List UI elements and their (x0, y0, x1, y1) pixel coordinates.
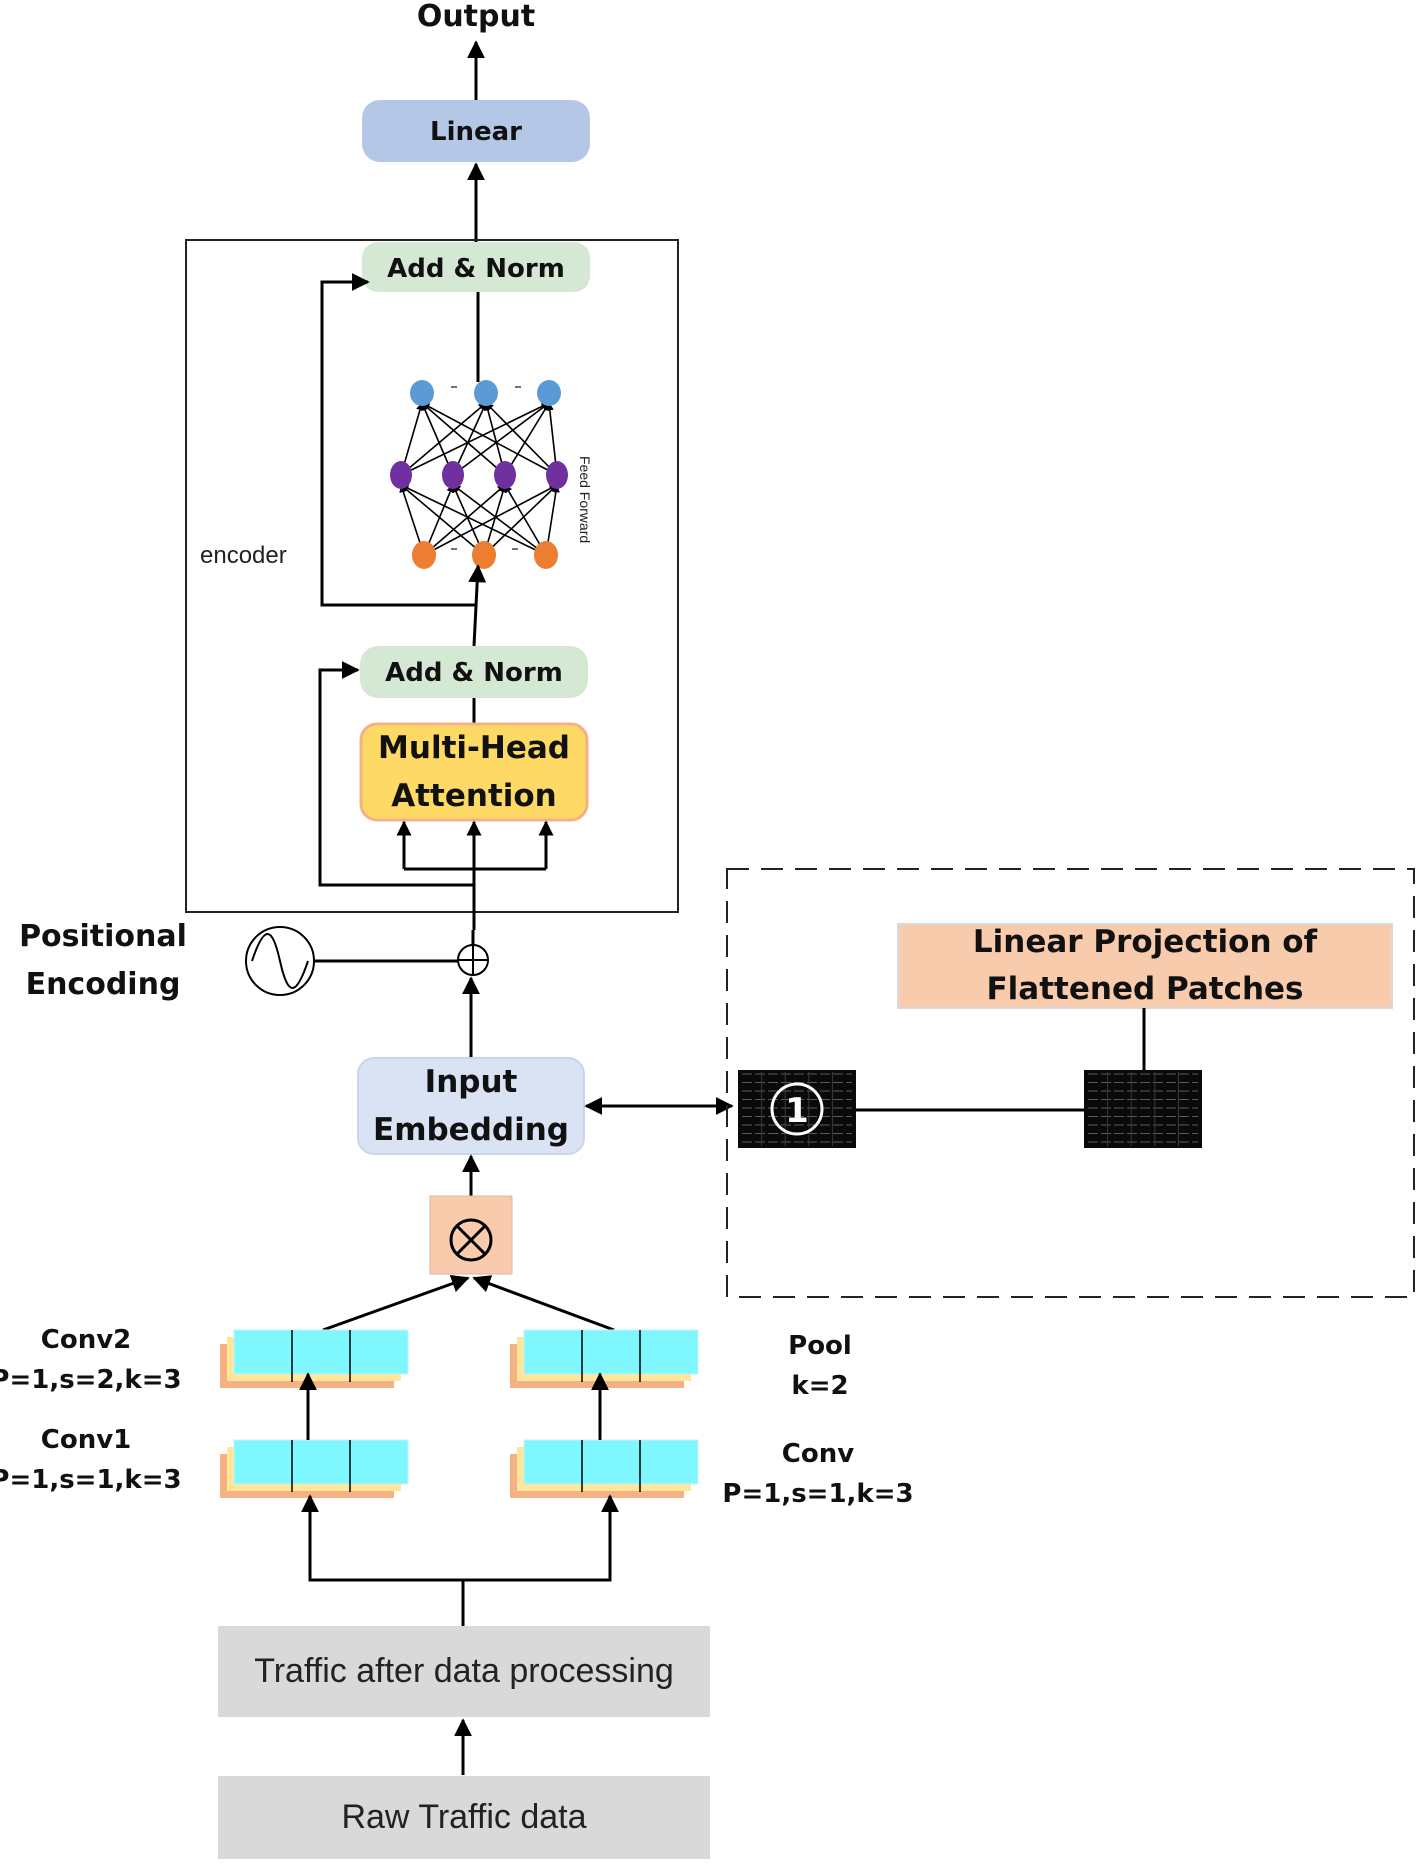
ffn-edge (452, 402, 550, 476)
multiply-cross-2 (455, 1224, 487, 1256)
add-norm-bottom-label: Add & Norm (385, 658, 563, 688)
add-norm-bottom-box (360, 646, 588, 698)
conv2-label-line1: Conv2 (41, 1325, 132, 1355)
traffic-processed-box (218, 1626, 710, 1717)
conv1-label-line1: Conv1 (41, 1425, 132, 1455)
multi-head-attention-box (359, 722, 589, 822)
ffn-node (534, 541, 558, 569)
ffn-edge (400, 484, 485, 556)
ffn-edge (452, 484, 547, 556)
patch-marker-circle (770, 1082, 824, 1136)
raw-traffic-box (218, 1776, 710, 1859)
edge-traffic-branch-right (463, 1494, 619, 1582)
add-norm-top-label: Add & Norm (387, 254, 565, 284)
ffn-edge (421, 402, 506, 476)
conv-label-line1: Conv (782, 1439, 854, 1469)
ffn-edge (504, 484, 547, 556)
traffic-processed-label: Traffic after data processing (254, 1652, 674, 1690)
output-label: Output (417, 0, 535, 34)
sine-wave-curve (251, 933, 309, 989)
positional-label-line1: Positional (19, 919, 187, 954)
ffn-edge (423, 484, 558, 556)
edge-traffic-branch (301, 1494, 465, 1626)
positional-label-line2: Encoding (26, 967, 181, 1002)
feature-map-pool (510, 1329, 699, 1388)
pool-label-line1: Pool (788, 1331, 852, 1361)
feature-map-conv1 (220, 1439, 409, 1498)
ffn-edge (485, 402, 558, 476)
ffn-node (494, 461, 516, 489)
patch-marker-number: 1 (785, 1091, 809, 1131)
input-label-line1: Input (425, 1064, 518, 1100)
conv-label-line2: P=1,s=1,k=3 (722, 1479, 913, 1509)
mha-label-line1: Multi-Head (378, 730, 570, 766)
multiply-box (429, 1195, 513, 1275)
ffn-edge (423, 484, 506, 556)
feature-layer-front (233, 1439, 409, 1485)
linear-label: Linear (430, 117, 522, 147)
multiply-circle-icon (449, 1218, 493, 1262)
feature-map-conv (510, 1439, 699, 1498)
ffn-node (412, 541, 436, 569)
pool-label-line2: k=2 (791, 1371, 848, 1401)
feed-forward-label: Feed Forward (577, 456, 593, 543)
feature-layer-front (523, 1329, 699, 1375)
add-norm-top-box (362, 242, 590, 292)
patch-block-right (1084, 1070, 1202, 1148)
encoder-label: encoder (200, 542, 287, 569)
encoder-frame (185, 239, 679, 913)
residual-arrow-bottom (318, 661, 474, 887)
raw-traffic-label: Raw Traffic data (341, 1798, 586, 1836)
ffn-edge (400, 484, 547, 556)
ffn-edge (400, 402, 550, 476)
ffn-edge (504, 402, 550, 476)
feed-forward-nodes (390, 380, 568, 569)
ffn-edge (483, 484, 558, 556)
ffn-node (442, 461, 464, 489)
feature-map-conv2 (220, 1329, 409, 1388)
conv2-label-line2: P=1,s=2,k=3 (0, 1365, 182, 1395)
conv1-label-line2: P=1,s=1,k=3 (0, 1465, 182, 1495)
ffn-node (410, 380, 434, 406)
ffn-node (472, 541, 496, 569)
ffn-node (474, 380, 498, 406)
arrow-pool-to-multiply (472, 1275, 615, 1332)
lp-label-line2: Flattened Patches (986, 971, 1303, 1007)
patch-stripes-right (1088, 1072, 1198, 1146)
arrow-conv2-to-multiply (322, 1274, 470, 1332)
ffn-edge (421, 402, 558, 476)
linear-box (362, 100, 590, 162)
feature-layer-front (233, 1329, 409, 1375)
linear-projection-box (897, 923, 1393, 1009)
lp-label-line1: Linear Projection of (973, 924, 1318, 960)
ffn-node (537, 380, 561, 406)
residual-arrow-top (320, 273, 475, 607)
edge-addnorm-bottom-to-ffn (468, 564, 487, 647)
ffn-edge (400, 402, 487, 476)
input-embedding-box (357, 1057, 585, 1155)
feed-forward-edges (399, 402, 560, 556)
feature-layer-front (523, 1439, 699, 1485)
ffn-node (390, 461, 412, 489)
patch-panel-frame (726, 868, 1415, 1298)
mha-label-line2: Attention (391, 778, 557, 814)
input-label-line2: Embedding (373, 1112, 569, 1148)
ffn-node (546, 461, 568, 489)
